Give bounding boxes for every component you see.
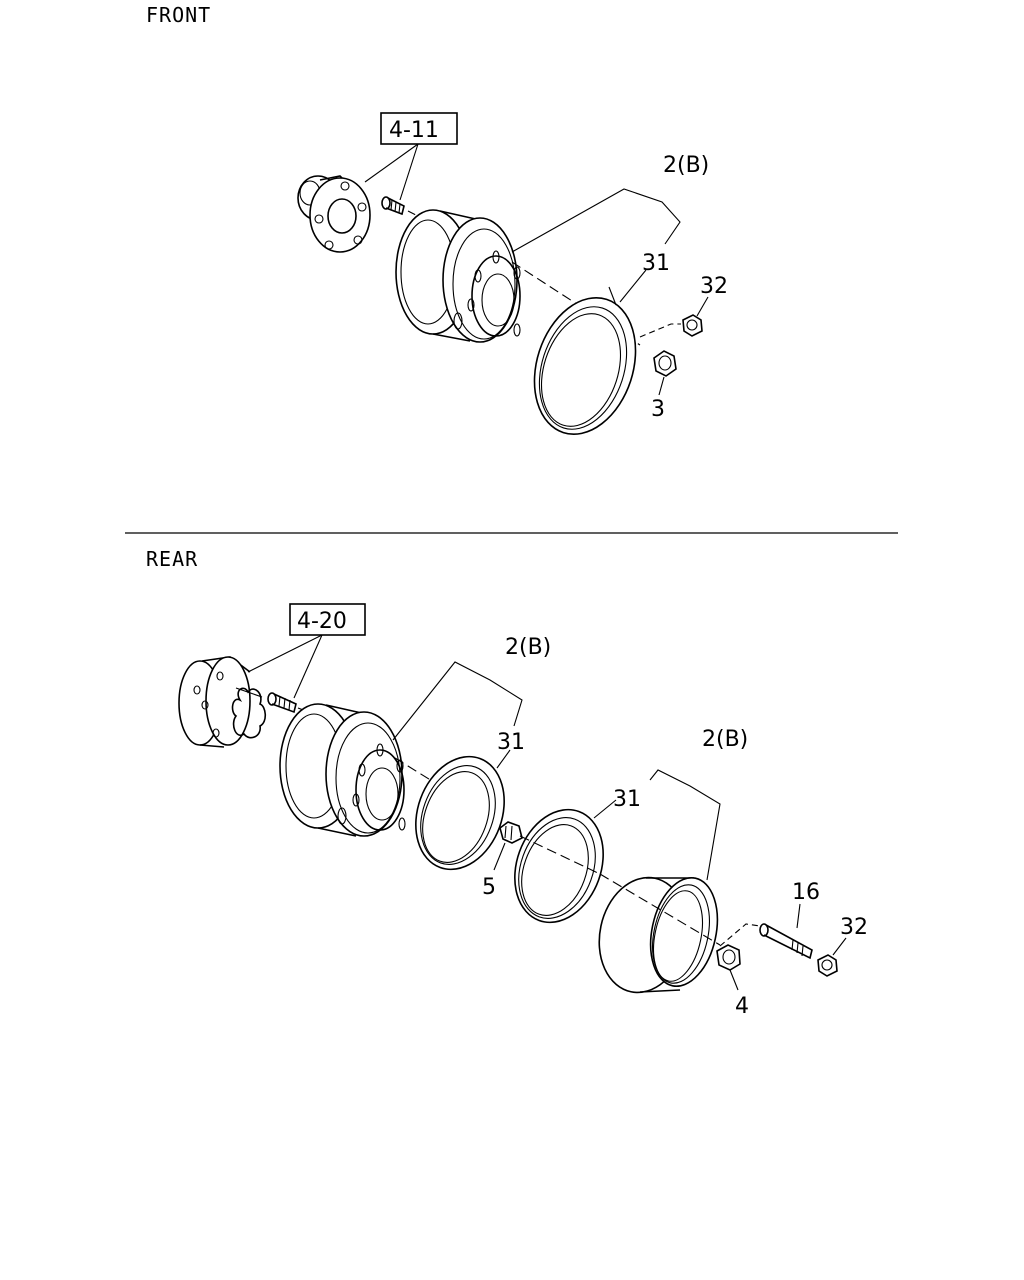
front-callout-wheel: 2(B)	[663, 153, 709, 178]
rear-wheel-outer	[598, 873, 721, 994]
front-ref-box[interactable]: 4-11	[380, 112, 458, 145]
rear-nut-outer	[817, 954, 838, 977]
rear-stud-long	[719, 923, 813, 960]
rear-nut-leader	[729, 969, 739, 991]
rear-callout-nut-outer: 32	[840, 915, 868, 940]
rear-callout-wheel-outer: 2(B)	[702, 727, 748, 752]
rear-inner-nut	[499, 821, 523, 844]
rear-callout-wheel-inner: 2(B)	[505, 635, 551, 660]
rear-ring-outer-leader	[593, 799, 617, 819]
rear-ring-inner	[415, 755, 505, 871]
rear-wheel-inner	[279, 703, 496, 837]
rear-wheel-outer-leader	[649, 769, 721, 881]
rear-wheel-inner-leader	[392, 661, 523, 741]
front-section-title: FRONT	[146, 3, 211, 27]
rear-nut-outer-leader	[832, 937, 847, 956]
rear-callout-ring-inner: 31	[497, 730, 525, 755]
rear-nut	[716, 944, 741, 971]
front-stud	[381, 196, 421, 218]
rear-section-title: REAR	[146, 547, 198, 571]
rear-ring-inner-leader	[496, 749, 511, 769]
front-wheel-leader	[511, 188, 681, 253]
front-ring	[533, 286, 637, 436]
rear-callout-nut: 4	[735, 994, 749, 1019]
front-ref-leaders	[364, 143, 419, 201]
rear-callout-inner-nut: 5	[482, 875, 496, 900]
front-nut-outer-leader	[696, 296, 709, 317]
front-callout-nut: 3	[651, 397, 665, 422]
rear-ref-leaders	[247, 634, 323, 699]
rear-callout-ring-outer: 31	[613, 787, 641, 812]
rear-ref-box-label: 4-20	[297, 609, 347, 634]
rear-ref-box[interactable]: 4-20	[289, 603, 366, 636]
front-ring-leader	[619, 269, 647, 303]
front-hub	[297, 175, 371, 253]
front-nut-leader	[658, 376, 665, 396]
front-callout-nut-outer: 32	[700, 274, 728, 299]
front-ref-box-label: 4-11	[389, 118, 439, 143]
rear-ring-outer	[514, 808, 604, 924]
front-nut-outer	[639, 314, 703, 338]
front-callout-ring: 31	[642, 251, 670, 276]
rear-inner-nut-leader	[493, 842, 506, 871]
rear-callout-stud: 16	[792, 880, 820, 905]
rear-hub	[178, 656, 267, 748]
front-nut	[653, 350, 677, 377]
rear-stud-long-leader	[796, 903, 801, 929]
front-wheel	[395, 209, 641, 346]
